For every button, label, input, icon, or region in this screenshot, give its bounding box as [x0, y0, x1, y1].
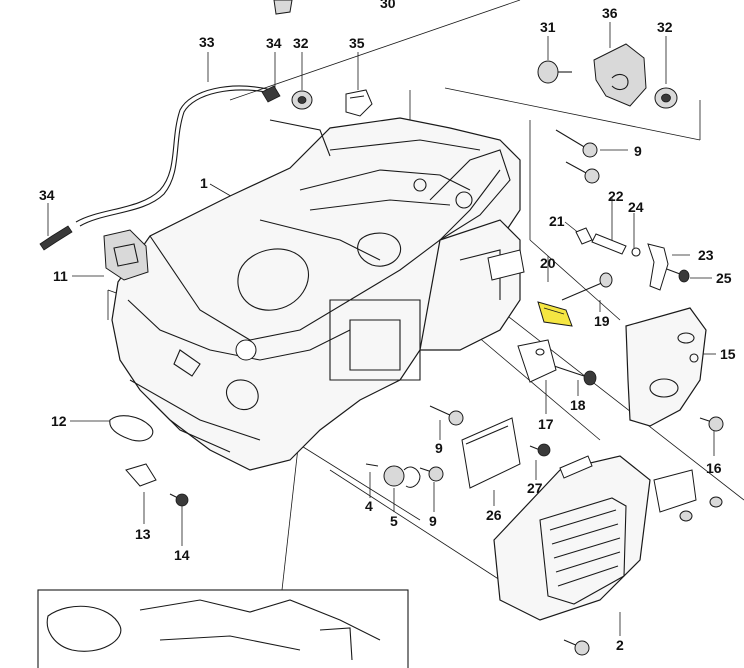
- part-label-14: 14: [174, 547, 190, 563]
- part-label-22: 22: [608, 188, 624, 204]
- clutch-cover: [493, 455, 723, 621]
- chain-cover-plate: [625, 307, 707, 427]
- part-label-34-left: 34: [39, 187, 55, 203]
- small-fittings: [403, 466, 421, 488]
- part-label-9-bottom: 9: [429, 513, 437, 529]
- part-label-32-right: 32: [657, 19, 673, 35]
- part-label-34: 34: [266, 35, 282, 51]
- screw-parts: [169, 129, 724, 656]
- part-label-2: 2: [616, 637, 624, 653]
- part-label-11: 11: [53, 268, 68, 284]
- part-label-5: 5: [390, 513, 398, 529]
- clip-part: [345, 89, 373, 117]
- part-label-23: 23: [698, 247, 714, 263]
- part-label-21: 21: [549, 213, 565, 229]
- plug-bracket-parts: [273, 0, 647, 107]
- clutch-housing: [419, 219, 525, 351]
- part-label-30: 30: [380, 0, 396, 11]
- part-label-9-middle: 9: [435, 440, 443, 456]
- part-label-32: 32: [293, 35, 309, 51]
- part-label-12: 12: [51, 413, 67, 429]
- part-label-33: 33: [199, 34, 215, 50]
- part-label-36: 36: [602, 5, 618, 21]
- lever-parts: [575, 227, 669, 291]
- bracket-and-plate: [461, 339, 557, 489]
- part-label-31: 31: [540, 19, 556, 35]
- part-label-17: 17: [538, 416, 554, 432]
- part-label-18: 18: [570, 397, 586, 413]
- part-label-13: 13: [135, 526, 151, 542]
- part-label-15: 15: [720, 346, 736, 362]
- inset-detail: [37, 589, 409, 668]
- filter-part: [103, 229, 149, 281]
- part-label-25: 25: [716, 270, 732, 286]
- part-label-24: 24: [628, 199, 644, 215]
- part-label-4: 4: [365, 498, 373, 514]
- part-label-20: 20: [540, 255, 556, 271]
- part-label-27: 27: [527, 480, 543, 496]
- part-label-9-top: 9: [634, 143, 642, 159]
- part-label-19: 19: [594, 313, 610, 329]
- highlighted-part-20: [537, 301, 573, 327]
- part-label-35: 35: [349, 35, 365, 51]
- spring-and-bracket: [109, 415, 157, 487]
- part-labels: 30 33 34 32 35 31 36 32 9 1 34 22 21 24 …: [39, 0, 736, 653]
- leader-lines: [47, 22, 716, 636]
- part-label-1: 1: [200, 175, 208, 191]
- fuel-hose: [39, 85, 281, 251]
- part-label-16: 16: [706, 460, 722, 476]
- part-label-26: 26: [486, 507, 502, 523]
- grommet-parts: [291, 87, 678, 110]
